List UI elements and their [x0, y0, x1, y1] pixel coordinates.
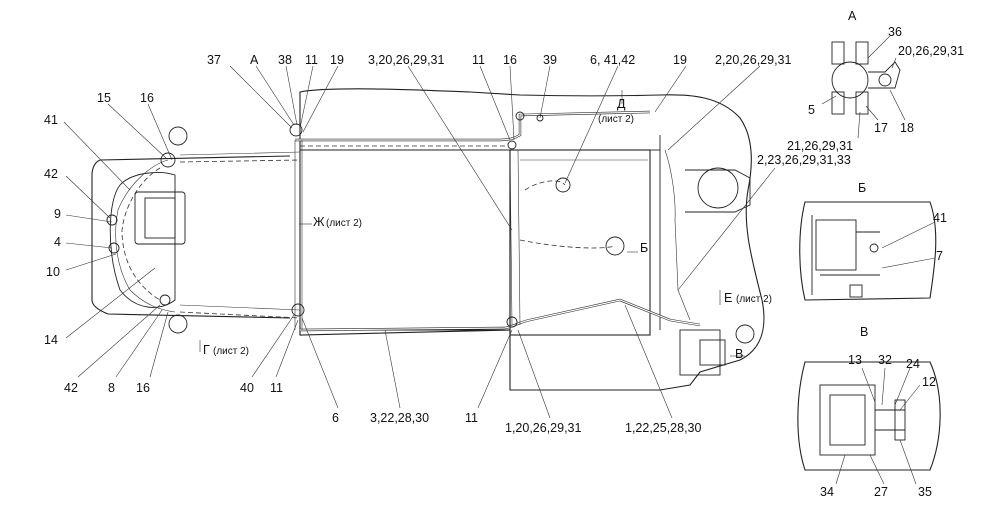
svg-text:(лист 2): (лист 2): [598, 114, 634, 125]
detail-a-label-21-26-29-31: 21,26,29,31: [787, 139, 853, 153]
detail-b-label-7: 7: [936, 249, 943, 263]
label-1-20-26-29-31: 1,20,26,29,31: [505, 421, 582, 435]
label-view-a-ref: А: [250, 53, 259, 67]
label-19-top-left: 19: [330, 53, 344, 67]
label-16-left-bottom: 16: [136, 381, 150, 395]
leader-lines: [63, 65, 776, 419]
main-view-labels: 37 А 38 11 19 3,20,26,29,31 11 16 39 6, …: [44, 53, 851, 435]
detail-v-label-34: 34: [820, 485, 834, 499]
label-14: 14: [44, 333, 58, 347]
detail-a-label-5: 5: [808, 103, 815, 117]
label-39: 39: [543, 53, 557, 67]
detail-a-label-20-26-29-31: 20,26,29,31: [898, 44, 964, 58]
chassis-outline: [91, 88, 765, 391]
sheet-ref-d: Д (лист 2): [598, 97, 634, 125]
label-view-b-ref: Б: [640, 241, 648, 255]
svg-text:(лист 2): (лист 2): [213, 346, 249, 357]
detail-v-title: В: [860, 325, 868, 339]
detail-b-label-41: 41: [933, 211, 947, 225]
svg-text:Е: Е: [724, 291, 732, 305]
label-6-bottom: 6: [332, 411, 339, 425]
hose-routing: [106, 110, 701, 332]
detail-a-label-17: 17: [874, 121, 888, 135]
label-8: 8: [108, 381, 115, 395]
sheet-ref-zh: Ж (лист 2): [313, 215, 362, 229]
detail-v-label-27: 27: [874, 485, 888, 499]
detail-v-label-12: 12: [922, 375, 936, 389]
label-10: 10: [46, 265, 60, 279]
label-16-top: 16: [503, 53, 517, 67]
detail-a-label-18: 18: [900, 121, 914, 135]
detail-view-a: А 36 20,26,29,31 5 21,26,29,31 17 18: [787, 9, 964, 153]
svg-text:(лист 2): (лист 2): [326, 218, 362, 229]
svg-text:Д: Д: [617, 97, 626, 111]
sheet-ref-e: Е (лист 2): [724, 291, 772, 305]
sheet-ref-g: Г (лист 2): [203, 343, 249, 357]
label-15: 15: [97, 91, 111, 105]
label-16-left-top: 16: [140, 91, 154, 105]
label-view-v-ref: В: [735, 347, 743, 361]
detail-b-title: Б: [858, 181, 866, 195]
label-11-bottom-mid: 11: [465, 411, 478, 425]
detail-view-b: Б 41 7: [799, 181, 947, 301]
label-11-top-mid: 11: [472, 53, 485, 67]
label-11-bottom-left: 11: [270, 381, 283, 395]
svg-text:(лист 2): (лист 2): [736, 294, 772, 305]
detail-v-label-24: 24: [906, 357, 920, 371]
label-2-23-26-29-31-33: 2,23,26,29,31,33: [757, 153, 851, 167]
detail-v-label-32: 32: [878, 353, 892, 367]
label-42-left-bottom: 42: [64, 381, 78, 395]
detail-view-v: В 13 32 24 12 34 27 35: [797, 325, 941, 499]
label-11-top-left: 11: [305, 53, 318, 67]
label-42-left-top: 42: [44, 167, 58, 181]
detail-a-label-36: 36: [888, 25, 902, 39]
label-2-20-26-29-31: 2,20,26,29,31: [715, 53, 792, 67]
label-3-20-26-29-31: 3,20,26,29,31: [368, 53, 445, 67]
label-40: 40: [240, 381, 254, 395]
label-6-41-42: 6, 41,42: [590, 53, 635, 67]
detail-a-title: А: [848, 9, 857, 23]
detail-v-label-13: 13: [848, 353, 862, 367]
label-4: 4: [54, 235, 61, 249]
label-3-22-28-30: 3,22,28,30: [370, 411, 429, 425]
label-37: 37: [207, 53, 221, 67]
label-9: 9: [54, 207, 61, 221]
label-41-left: 41: [44, 113, 58, 127]
svg-text:Г: Г: [203, 343, 210, 357]
label-38: 38: [278, 53, 292, 67]
label-1-22-25-28-30: 1,22,25,28,30: [625, 421, 702, 435]
label-19-top-right: 19: [673, 53, 687, 67]
detail-v-label-35: 35: [918, 485, 932, 499]
svg-text:Ж: Ж: [313, 215, 325, 229]
